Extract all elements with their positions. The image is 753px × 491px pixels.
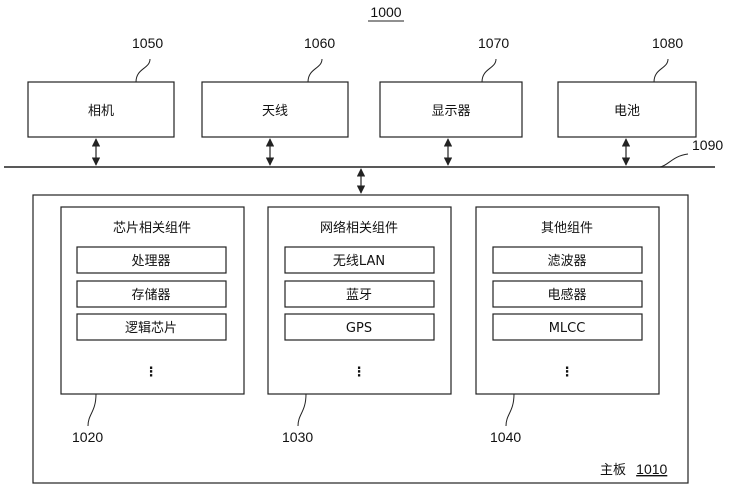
group-network-title: 网络相关组件: [320, 220, 398, 236]
group-other-more: ⋮: [561, 365, 574, 380]
group-chip: 芯片相关组件 处理器 存储器 逻辑芯片 ⋮ 1020: [60, 206, 245, 445]
group-chip-item: 存储器: [131, 288, 170, 303]
component-camera-ref: 1050: [132, 35, 163, 51]
group-chip-item: 处理器: [131, 254, 170, 269]
component-battery: 电池 1080: [557, 35, 697, 138]
component-antenna-label: 天线: [262, 104, 288, 119]
group-network-ref: 1030: [282, 429, 313, 445]
group-other-item: 电感器: [547, 287, 586, 303]
group-other-title: 其他组件: [541, 221, 593, 236]
group-chip-more: ⋮: [145, 365, 158, 380]
group-chip-leader: [87, 393, 97, 427]
group-network-item: GPS: [346, 321, 372, 336]
component-camera-leader: [135, 58, 151, 83]
system-bus-ref: 1090: [692, 137, 723, 153]
group-chip-item: 逻辑芯片: [125, 321, 177, 336]
component-battery-label: 电池: [614, 104, 640, 119]
component-antenna: 天线 1060: [201, 35, 349, 138]
component-display-ref: 1070: [478, 35, 509, 51]
component-camera: 相机 1050: [27, 35, 175, 138]
system-bus-leader: [659, 153, 689, 168]
component-antenna-leader: [307, 58, 323, 83]
group-other: 其他组件 滤波器 电感器 MLCC ⋮ 1040: [475, 206, 660, 445]
group-network-more: ⋮: [353, 365, 366, 380]
mainboard-label: 主板 1010: [600, 461, 668, 478]
group-other-item: MLCC: [549, 321, 586, 336]
component-display-leader: [481, 58, 497, 83]
mainboard-label-text: 主板: [600, 463, 626, 478]
component-display-label: 显示器: [431, 104, 470, 119]
group-other-ref: 1040: [490, 429, 521, 445]
component-battery-leader: [653, 58, 669, 83]
component-battery-ref: 1080: [652, 35, 683, 51]
group-network-leader: [297, 393, 307, 427]
component-camera-label: 相机: [88, 104, 114, 119]
mainboard-frame: [32, 194, 689, 484]
group-other-leader: [505, 393, 515, 427]
group-chip-title: 芯片相关组件: [113, 221, 191, 236]
group-chip-ref: 1020: [72, 429, 103, 445]
mainboard-ref: 1010: [636, 461, 667, 477]
figure-number: 1000: [370, 4, 401, 20]
component-antenna-ref: 1060: [304, 35, 335, 51]
component-display: 显示器 1070: [379, 35, 523, 138]
group-network-item: 无线LAN: [333, 254, 385, 269]
group-other-item: 滤波器: [547, 254, 586, 269]
group-network-item: 蓝牙: [346, 288, 372, 303]
group-network: 网络相关组件 无线LAN 蓝牙 GPS ⋮ 1030: [267, 206, 452, 445]
